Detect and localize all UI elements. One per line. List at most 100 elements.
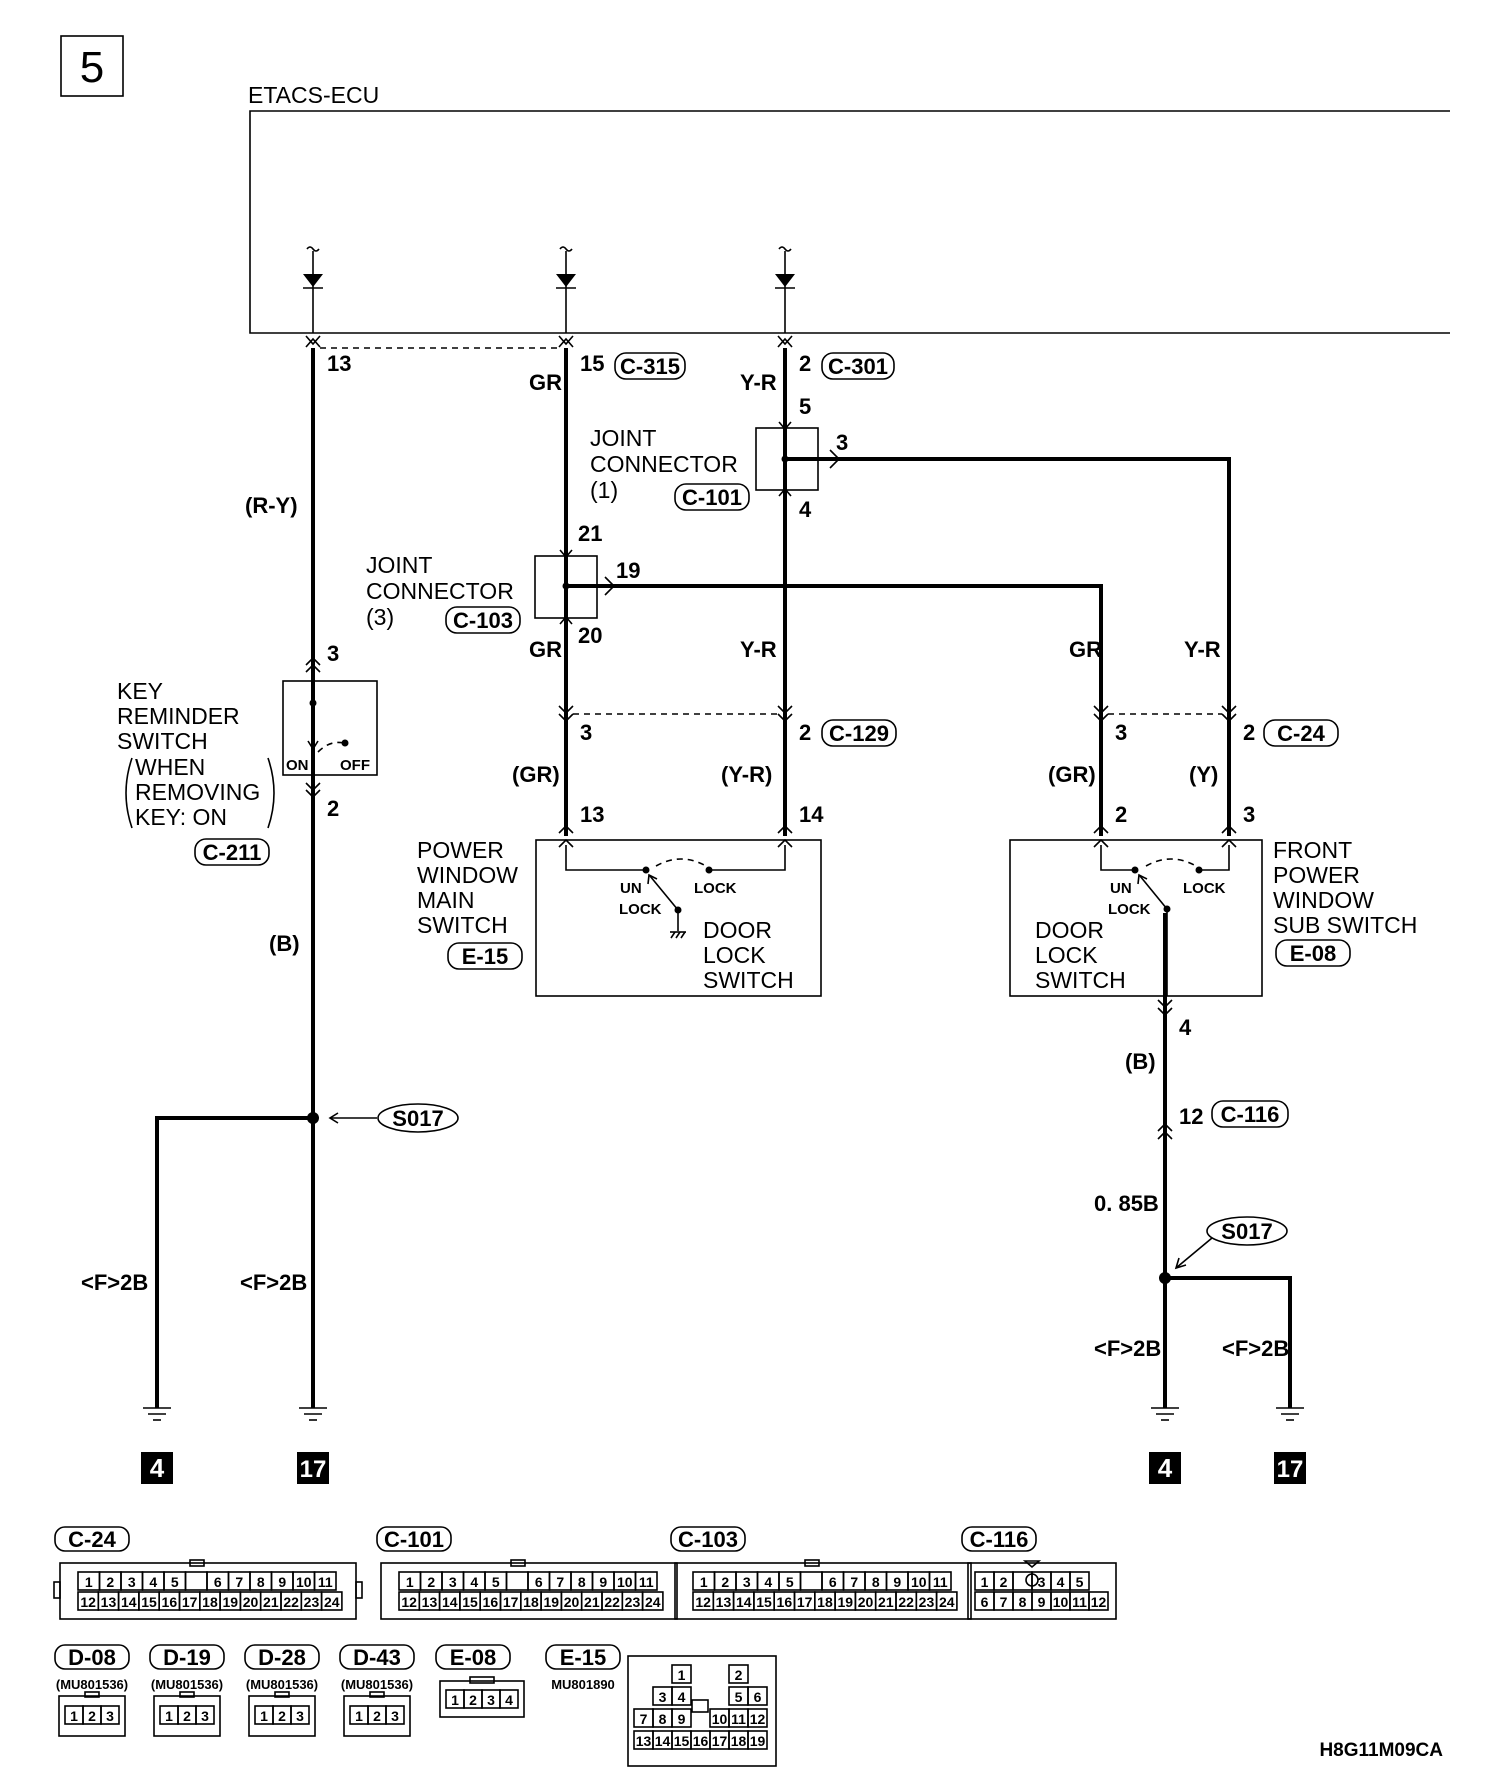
c103-pin: 5	[786, 1574, 794, 1590]
ecu-connector-marks	[305, 335, 793, 349]
switch-off-label: OFF	[340, 757, 370, 774]
page-number-box	[60, 35, 124, 97]
pin-15-ecu: 15	[580, 351, 604, 376]
c103-pin: 17	[797, 1594, 813, 1610]
wire-label-y-p: (Y)	[1189, 762, 1218, 787]
joint-connector-1-box	[755, 427, 819, 491]
e08-pin: 4	[505, 1692, 513, 1708]
c101-pin: 10	[617, 1574, 633, 1590]
c103-pin: 2	[721, 1574, 729, 1590]
conn-c103: C-103	[453, 608, 513, 633]
e15-pin: 10	[712, 1711, 728, 1727]
e15-pin: 7	[640, 1711, 648, 1727]
pin-3-c24: 3	[1115, 720, 1127, 745]
d43-pin: 1	[355, 1708, 363, 1724]
e15-pin: 1	[678, 1667, 686, 1683]
pin-20: 20	[578, 623, 602, 648]
e15-pin: 4	[678, 1689, 686, 1705]
legend-d19-part: (MU801536)	[151, 1677, 223, 1692]
pin-19: 19	[616, 558, 640, 583]
pin-13-e15: 13	[580, 802, 604, 827]
c103-pin: 1	[700, 1574, 708, 1590]
c103-pin: 16	[777, 1594, 793, 1610]
c101-pin: 3	[449, 1574, 457, 1590]
c103-pin: 21	[878, 1594, 894, 1610]
legend-d08-part: (MU801536)	[56, 1677, 128, 1692]
c103-pin: 11	[933, 1574, 948, 1590]
switch-on-label: ON	[286, 757, 309, 774]
wire-label-f2b-4: <F>2B	[1222, 1336, 1289, 1361]
c101-pin: 20	[564, 1594, 580, 1610]
c116-pin: 4	[1057, 1574, 1065, 1590]
legend-d43-label: D-43	[353, 1645, 401, 1670]
c24-pin: 9	[278, 1574, 286, 1590]
conn-c315: C-315	[620, 354, 680, 379]
d19-pin: 1	[165, 1708, 173, 1724]
pin-2-e08: 2	[1115, 802, 1127, 827]
c101-pin: 9	[599, 1574, 607, 1590]
ground-symbols	[143, 1407, 1304, 1421]
c116-pin: 6	[981, 1594, 989, 1610]
c101-pin: 17	[503, 1594, 519, 1610]
c116-pin: 11	[1072, 1594, 1087, 1610]
pin-4-e08: 4	[1179, 1015, 1192, 1040]
c103-pin: 15	[756, 1594, 772, 1610]
e15-pin: 19	[750, 1733, 766, 1749]
legend-d19-label: D-19	[163, 1645, 211, 1670]
c116-pin: 1	[981, 1574, 989, 1590]
e15-pin: 18	[731, 1733, 747, 1749]
c24-pin: 1	[85, 1574, 93, 1590]
c116-pin: 8	[1019, 1594, 1027, 1610]
e15-pin: 17	[712, 1733, 728, 1749]
legend-d28-label: D-28	[258, 1645, 306, 1670]
e08-pin: 2	[469, 1692, 477, 1708]
e15-pin: 3	[659, 1689, 667, 1705]
c101-pin: 6	[535, 1574, 543, 1590]
c103-pin: 23	[919, 1594, 935, 1610]
pin-2-c24: 2	[1243, 720, 1255, 745]
wire-label-gr-p2: (GR)	[1048, 762, 1096, 787]
pin-13-ecu: 13	[327, 351, 351, 376]
d28-pin: 2	[278, 1708, 286, 1724]
e15-pin: 13	[636, 1733, 652, 1749]
pin-3-j1: 3	[836, 430, 848, 455]
c103-pin: 20	[858, 1594, 874, 1610]
c116-pin: 9	[1038, 1594, 1046, 1610]
pin-4-j1: 4	[799, 497, 812, 522]
c101-pin: 14	[442, 1594, 458, 1610]
conn-c301: C-301	[828, 354, 888, 379]
legend-c101-label: C-101	[384, 1527, 444, 1552]
c24-pin: 6	[214, 1574, 222, 1590]
c103-pin: 9	[893, 1574, 901, 1590]
key-switch-note: WHEN REMOVING KEY: ON	[135, 754, 267, 830]
c24-pin: 2	[106, 1574, 114, 1590]
wire-label-f2b-3: <F>2B	[1094, 1336, 1161, 1361]
c116-pin: 5	[1076, 1574, 1084, 1590]
wire-label-gr-3: GR	[1069, 637, 1102, 662]
c101-pin: 11	[639, 1574, 654, 1590]
wire-label-gr-p1: (GR)	[512, 762, 560, 787]
c101-pin: 19	[543, 1594, 559, 1610]
c103-pin: 12	[695, 1594, 711, 1610]
c24-pin: 13	[101, 1594, 117, 1610]
conn-c101: C-101	[682, 485, 742, 510]
c24-pin: 11	[318, 1574, 333, 1590]
e15-pin: 11	[731, 1711, 746, 1727]
legend-d08-label: D-08	[68, 1645, 116, 1670]
e15-pin: 16	[693, 1733, 709, 1749]
c101-pin: 21	[584, 1594, 600, 1610]
d43-pin: 2	[373, 1708, 381, 1724]
front-sub-switch: UN LOCK LOCK	[1009, 824, 1263, 1017]
c24-pin: 19	[222, 1594, 238, 1610]
c101-pin: 2	[427, 1574, 435, 1590]
c24-pin: 14	[121, 1594, 137, 1610]
ground-ref-17-left: 17	[300, 1456, 327, 1483]
c101-pin: 16	[483, 1594, 499, 1610]
legend-c103-label: C-103	[678, 1527, 738, 1552]
c103-pin: 19	[837, 1594, 853, 1610]
d08-pin: 2	[88, 1708, 96, 1724]
c24-pin: 21	[263, 1594, 279, 1610]
wire-label-f2b-1: <F>2B	[81, 1270, 148, 1295]
wire-label-b-2: (B)	[1125, 1049, 1156, 1074]
